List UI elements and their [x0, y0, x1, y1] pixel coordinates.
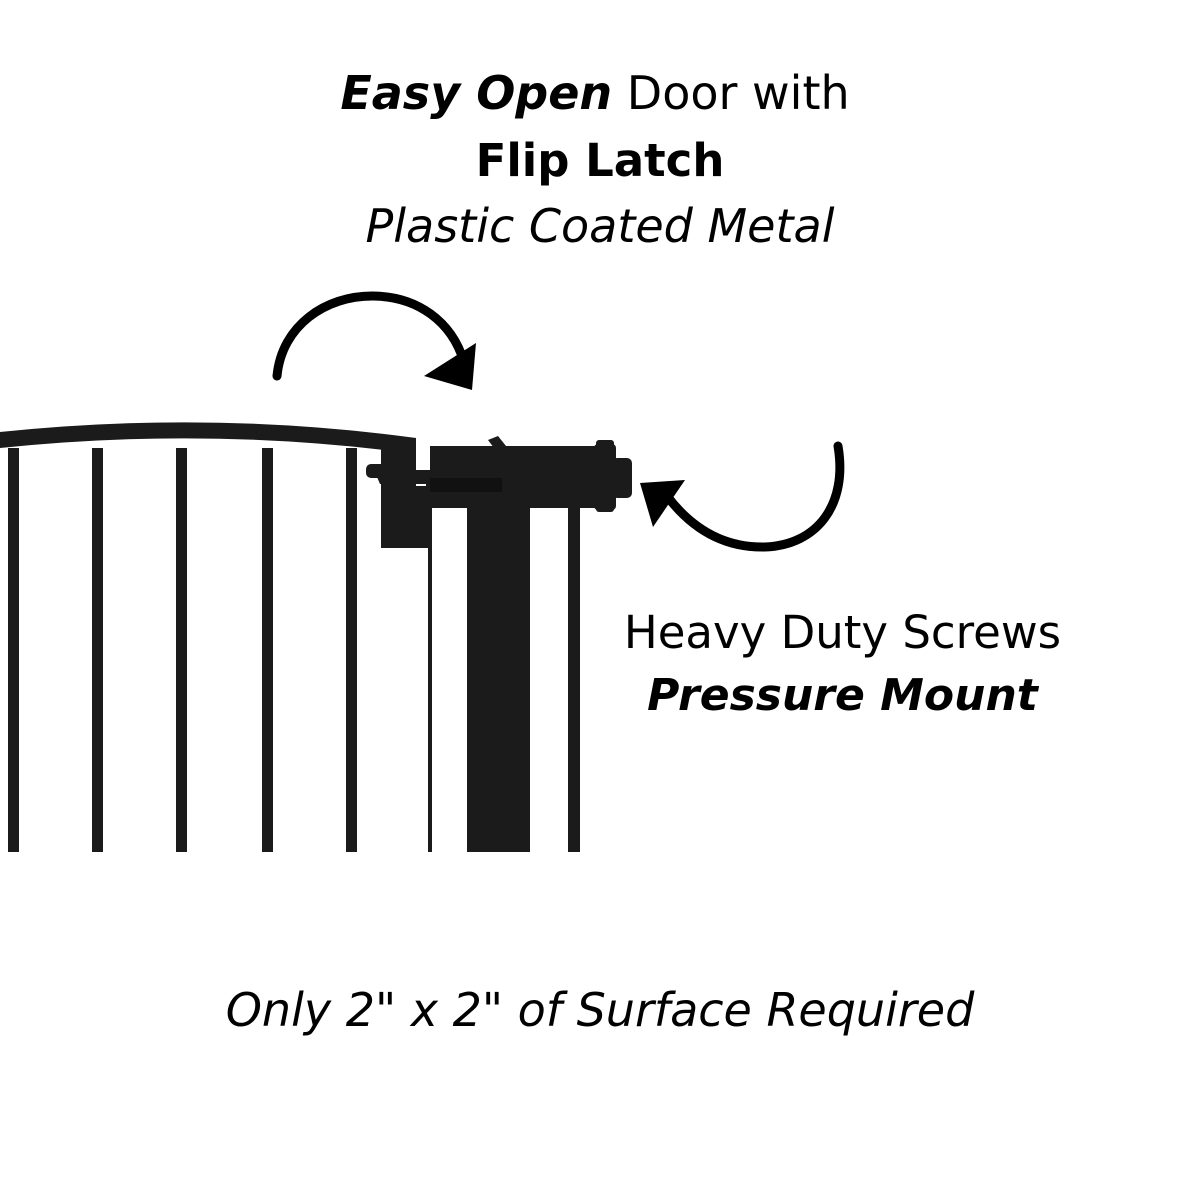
feature-headline: Easy Open Door with [0, 70, 1190, 116]
feature-latch-label: Flip Latch [475, 134, 725, 187]
headline-rest: Door with [612, 66, 850, 120]
baby-gate-illustration [0, 422, 632, 852]
flip-latch [366, 436, 506, 492]
gate-bar [262, 448, 273, 852]
feature-material-label: Plastic Coated Metal [365, 199, 835, 253]
frame-top-block [430, 446, 604, 852]
screws-label: Heavy Duty Screws [623, 606, 1062, 659]
gate-bar [92, 448, 103, 852]
curved-arrow-icon [272, 291, 476, 390]
door-post [381, 446, 451, 852]
surface-requirement-note: Only 2" x 2" of Surface Required [225, 983, 975, 1037]
gate-bar [346, 448, 357, 852]
curved-arrow-icon [640, 441, 845, 552]
gate-bar [8, 448, 19, 852]
mount-label: Pressure Mount [647, 670, 1038, 721]
gate-bar [176, 448, 187, 852]
headline-emphasis: Easy Open [340, 66, 613, 120]
gate-bar [568, 508, 580, 852]
screw-knob [594, 440, 632, 512]
